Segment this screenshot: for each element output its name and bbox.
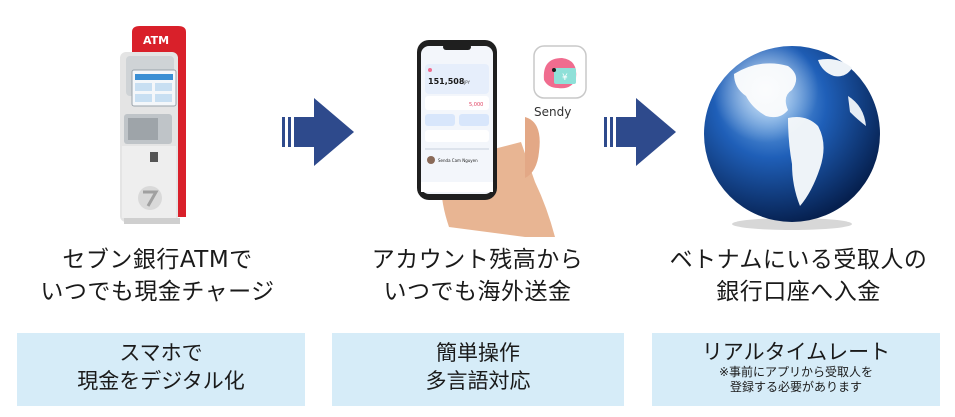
globe-icon [704, 46, 880, 230]
phone-balance: 151,508 [428, 77, 465, 86]
atm-image: ATM [0, 22, 315, 237]
svg-text:¥: ¥ [562, 73, 568, 83]
smartphone-icon: 151,508 JPY 5,000 Senda Cam Nguyen [417, 40, 555, 237]
feature-box-easy-operation: 簡単操作 多言語対応 [332, 333, 624, 406]
feature-line-2: 現金をデジタル化 [77, 369, 245, 393]
arrow-right-icon [600, 92, 680, 176]
step-globe: ベトナムにいる受取人の 銀行口座へ入金 リアルタイムレート ※事前にアプリから受… [642, 0, 955, 417]
phone-image: 151,508 JPY 5,000 Senda Cam Nguyen ¥ Sen… [325, 22, 630, 237]
app-caption: アカウント残高から いつでも海外送金 [325, 244, 630, 308]
caption-line-1: セブン銀行ATMで [62, 247, 253, 273]
phone-contact: Senda Cam Nguyen [438, 158, 478, 163]
feature-line-1: 簡単操作 [436, 341, 520, 365]
feature-line-1: スマホで [119, 341, 203, 365]
caption-line-2: 銀行口座へ入金 [716, 279, 881, 305]
caption-line-2: いつでも海外送金 [383, 279, 572, 305]
step-app: 151,508 JPY 5,000 Senda Cam Nguyen ¥ Sen… [325, 0, 630, 417]
caption-line-1: ベトナムにいる受取人の [669, 247, 928, 273]
globe-caption: ベトナムにいる受取人の 銀行口座へ入金 [642, 244, 955, 308]
feature-box-realtime-rate: リアルタイムレート ※事前にアプリから受取人を 登録する必要があります [652, 333, 940, 406]
feature-box-digital-cash: スマホで 現金をデジタル化 [17, 333, 305, 406]
feature-line-2: 多言語対応 [425, 369, 531, 393]
step-atm: ATM セブン銀行ATMで いつでも現金チャージ スマホで [0, 0, 315, 417]
phone-currency: JPY [463, 80, 471, 85]
atm-machine-icon: ATM [120, 26, 186, 224]
globe-image [642, 22, 955, 237]
atm-caption: セブン銀行ATMで いつでも現金チャージ [0, 244, 315, 308]
feature-title: リアルタイムレート [701, 340, 891, 364]
sendy-app-icon: ¥ Sendy [533, 45, 587, 119]
sendy-app-label: Sendy [534, 105, 571, 119]
feature-note-line-2: 登録する必要があります [729, 380, 862, 394]
caption-line-1: アカウント残高から [371, 247, 584, 273]
atm-sign-text: ATM [143, 34, 169, 47]
arrow-right-icon [278, 92, 358, 176]
caption-line-2: いつでも現金チャージ [40, 279, 275, 305]
feature-note-line-1: ※事前にアプリから受取人を [718, 365, 874, 379]
phone-amount: 5,000 [469, 102, 483, 108]
